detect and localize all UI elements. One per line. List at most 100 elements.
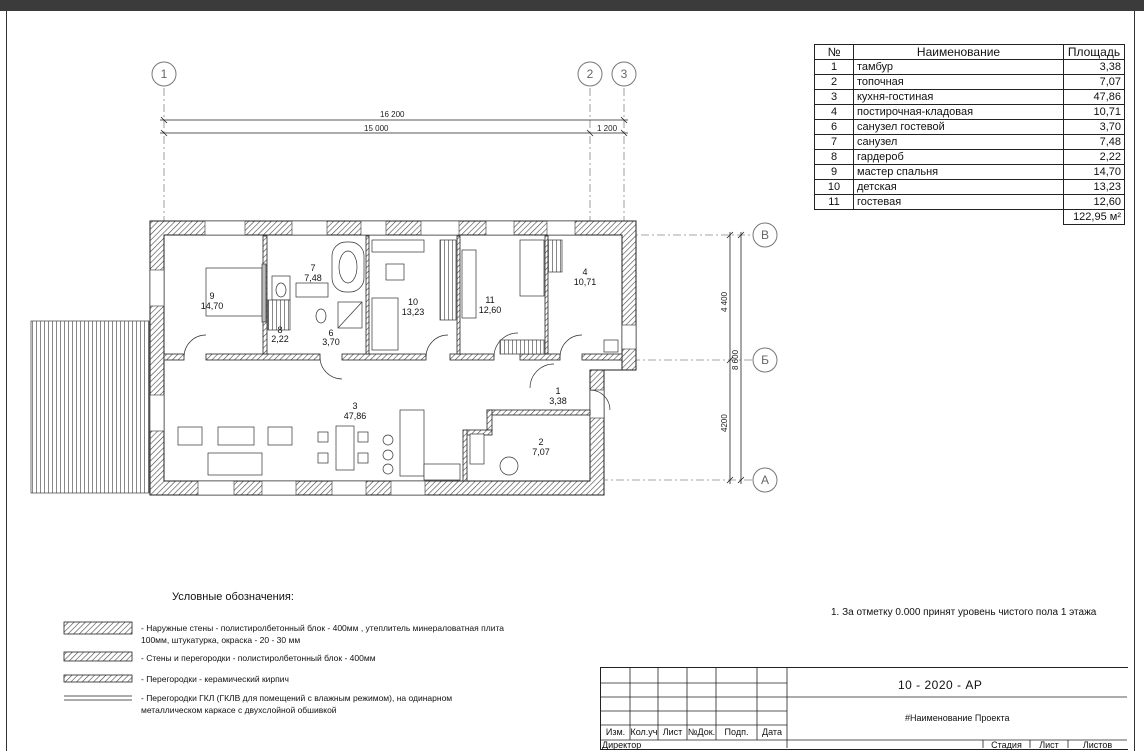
row-area: 47,86 <box>1063 89 1125 105</box>
dim-top-total: 16 200 <box>380 110 405 119</box>
room-label-num: 4 <box>582 267 587 277</box>
room-label-num: 7 <box>310 263 315 273</box>
row-name: мастер спальня <box>853 164 1064 180</box>
row-area: 3,38 <box>1063 59 1125 75</box>
floor-level-note: 1. За отметку 0.000 принят уровень чисто… <box>831 607 1097 618</box>
row-area: 12,60 <box>1063 194 1125 210</box>
dimension-lines <box>160 116 745 484</box>
doors <box>183 332 611 411</box>
stamp-col-data: Дата <box>762 727 782 737</box>
row-num: 4 <box>814 104 854 120</box>
table-header-row: № Наименование Площадь <box>814 44 1125 60</box>
legend-exterior-walls: - Наружные стены - полистиролбетонный бл… <box>141 623 504 645</box>
row-num: 8 <box>814 149 854 165</box>
row-num: 9 <box>814 164 854 180</box>
row-area: 7,48 <box>1063 134 1125 150</box>
axis-label-3: 3 <box>621 67 628 81</box>
room-label-num: 1 <box>555 386 560 396</box>
axis-label-1: 1 <box>161 67 168 81</box>
dim-top-right: 1 200 <box>597 124 618 133</box>
stamp-sheet: Лист <box>1039 740 1059 750</box>
dim-right-lower: 4200 <box>720 414 729 432</box>
room-label-area: 3,38 <box>549 396 567 406</box>
table-total-row: 122,95 м² <box>815 209 1125 225</box>
room-label-area: 7,48 <box>304 273 322 283</box>
room-label-area: 10,71 <box>574 277 597 287</box>
row-area: 2,22 <box>1063 149 1125 165</box>
room-label-num: 9 <box>209 291 214 301</box>
row-name: санузел <box>853 134 1064 150</box>
room-label-area: 13,23 <box>402 307 425 317</box>
row-num: 11 <box>814 194 854 210</box>
room-label-area: 7,07 <box>532 447 550 457</box>
row-area: 7,07 <box>1063 74 1125 90</box>
project-code: 10 - 2020 - АР <box>898 678 983 692</box>
stamp-grid <box>600 667 1127 748</box>
row-name: топочная <box>853 74 1064 90</box>
row-area: 10,71 <box>1063 104 1125 120</box>
legend-swatches <box>63 621 133 701</box>
room-label-num: 8 <box>277 325 282 335</box>
row-num: 6 <box>814 119 854 135</box>
dim-top-left: 15 000 <box>364 124 389 133</box>
room-label-area: 47,86 <box>344 411 367 421</box>
row-num: 7 <box>814 134 854 150</box>
room-label-num: 10 <box>408 297 418 307</box>
row-name: кухня-гостиная <box>853 89 1064 105</box>
stamp-col-list: Лист <box>662 727 683 737</box>
axis-label-2: 2 <box>587 67 594 81</box>
stamp-col-izm: Изм. <box>605 727 626 737</box>
room-label-num: 6 <box>328 328 333 338</box>
legend-gkl-partitions: - Перегородки ГКЛ (ГКЛВ для помещений с … <box>141 693 453 715</box>
room-label-area: 2,22 <box>271 334 289 344</box>
col-name-header: Наименование <box>853 44 1064 60</box>
axis-lines <box>163 88 752 481</box>
axis-label-v: В <box>761 228 769 242</box>
dim-right-upper: 4 400 <box>720 291 729 312</box>
axis-label-b: Б <box>761 353 769 367</box>
row-name: санузел гостевой <box>853 119 1064 135</box>
room-label-num: 11 <box>485 295 494 305</box>
project-name: #Наименование Проекта <box>905 713 1010 723</box>
row-area: 3,70 <box>1063 119 1125 135</box>
col-area-header: Площадь <box>1063 44 1125 60</box>
stamp-col-ndok: №Док. <box>687 727 716 737</box>
interior-walls <box>163 235 623 482</box>
row-name: детская <box>853 179 1064 195</box>
dim-right-total: 8 600 <box>731 349 740 370</box>
room-label-area: 14,70 <box>201 301 224 311</box>
viewer-top-bar <box>0 0 1144 11</box>
row-name: постирочная-кладовая <box>853 104 1064 120</box>
row-name: гардероб <box>853 149 1064 165</box>
row-name: тамбур <box>853 59 1064 75</box>
room-labels: 9 14,70 7 7,48 8 2,22 6 3,70 10 13,23 11… <box>201 263 597 457</box>
row-num: 1 <box>814 59 854 75</box>
stamp-col-koluch: Кол.уч <box>630 727 658 737</box>
row-name: гостевая <box>853 194 1064 210</box>
stamp-stage: Стадия <box>991 740 1022 750</box>
stamp-col-podp: Подп. <box>724 727 749 737</box>
room-label-area: 12,60 <box>479 305 502 315</box>
windows <box>149 220 637 496</box>
legend-block-walls: - Стены и перегородки - полистиролбетонн… <box>141 653 376 663</box>
terrace <box>30 320 150 494</box>
row-num: 3 <box>814 89 854 105</box>
room-label-num: 2 <box>538 437 543 447</box>
room-label-num: 3 <box>352 401 357 411</box>
legend-brick-partitions: - Перегородки - керамический кирпич <box>141 674 289 684</box>
stamp-sheets: Листов <box>1082 740 1113 750</box>
row-num: 2 <box>814 74 854 90</box>
col-num-header: № <box>814 44 854 60</box>
total-area: 122,95 м² <box>1063 209 1125 225</box>
